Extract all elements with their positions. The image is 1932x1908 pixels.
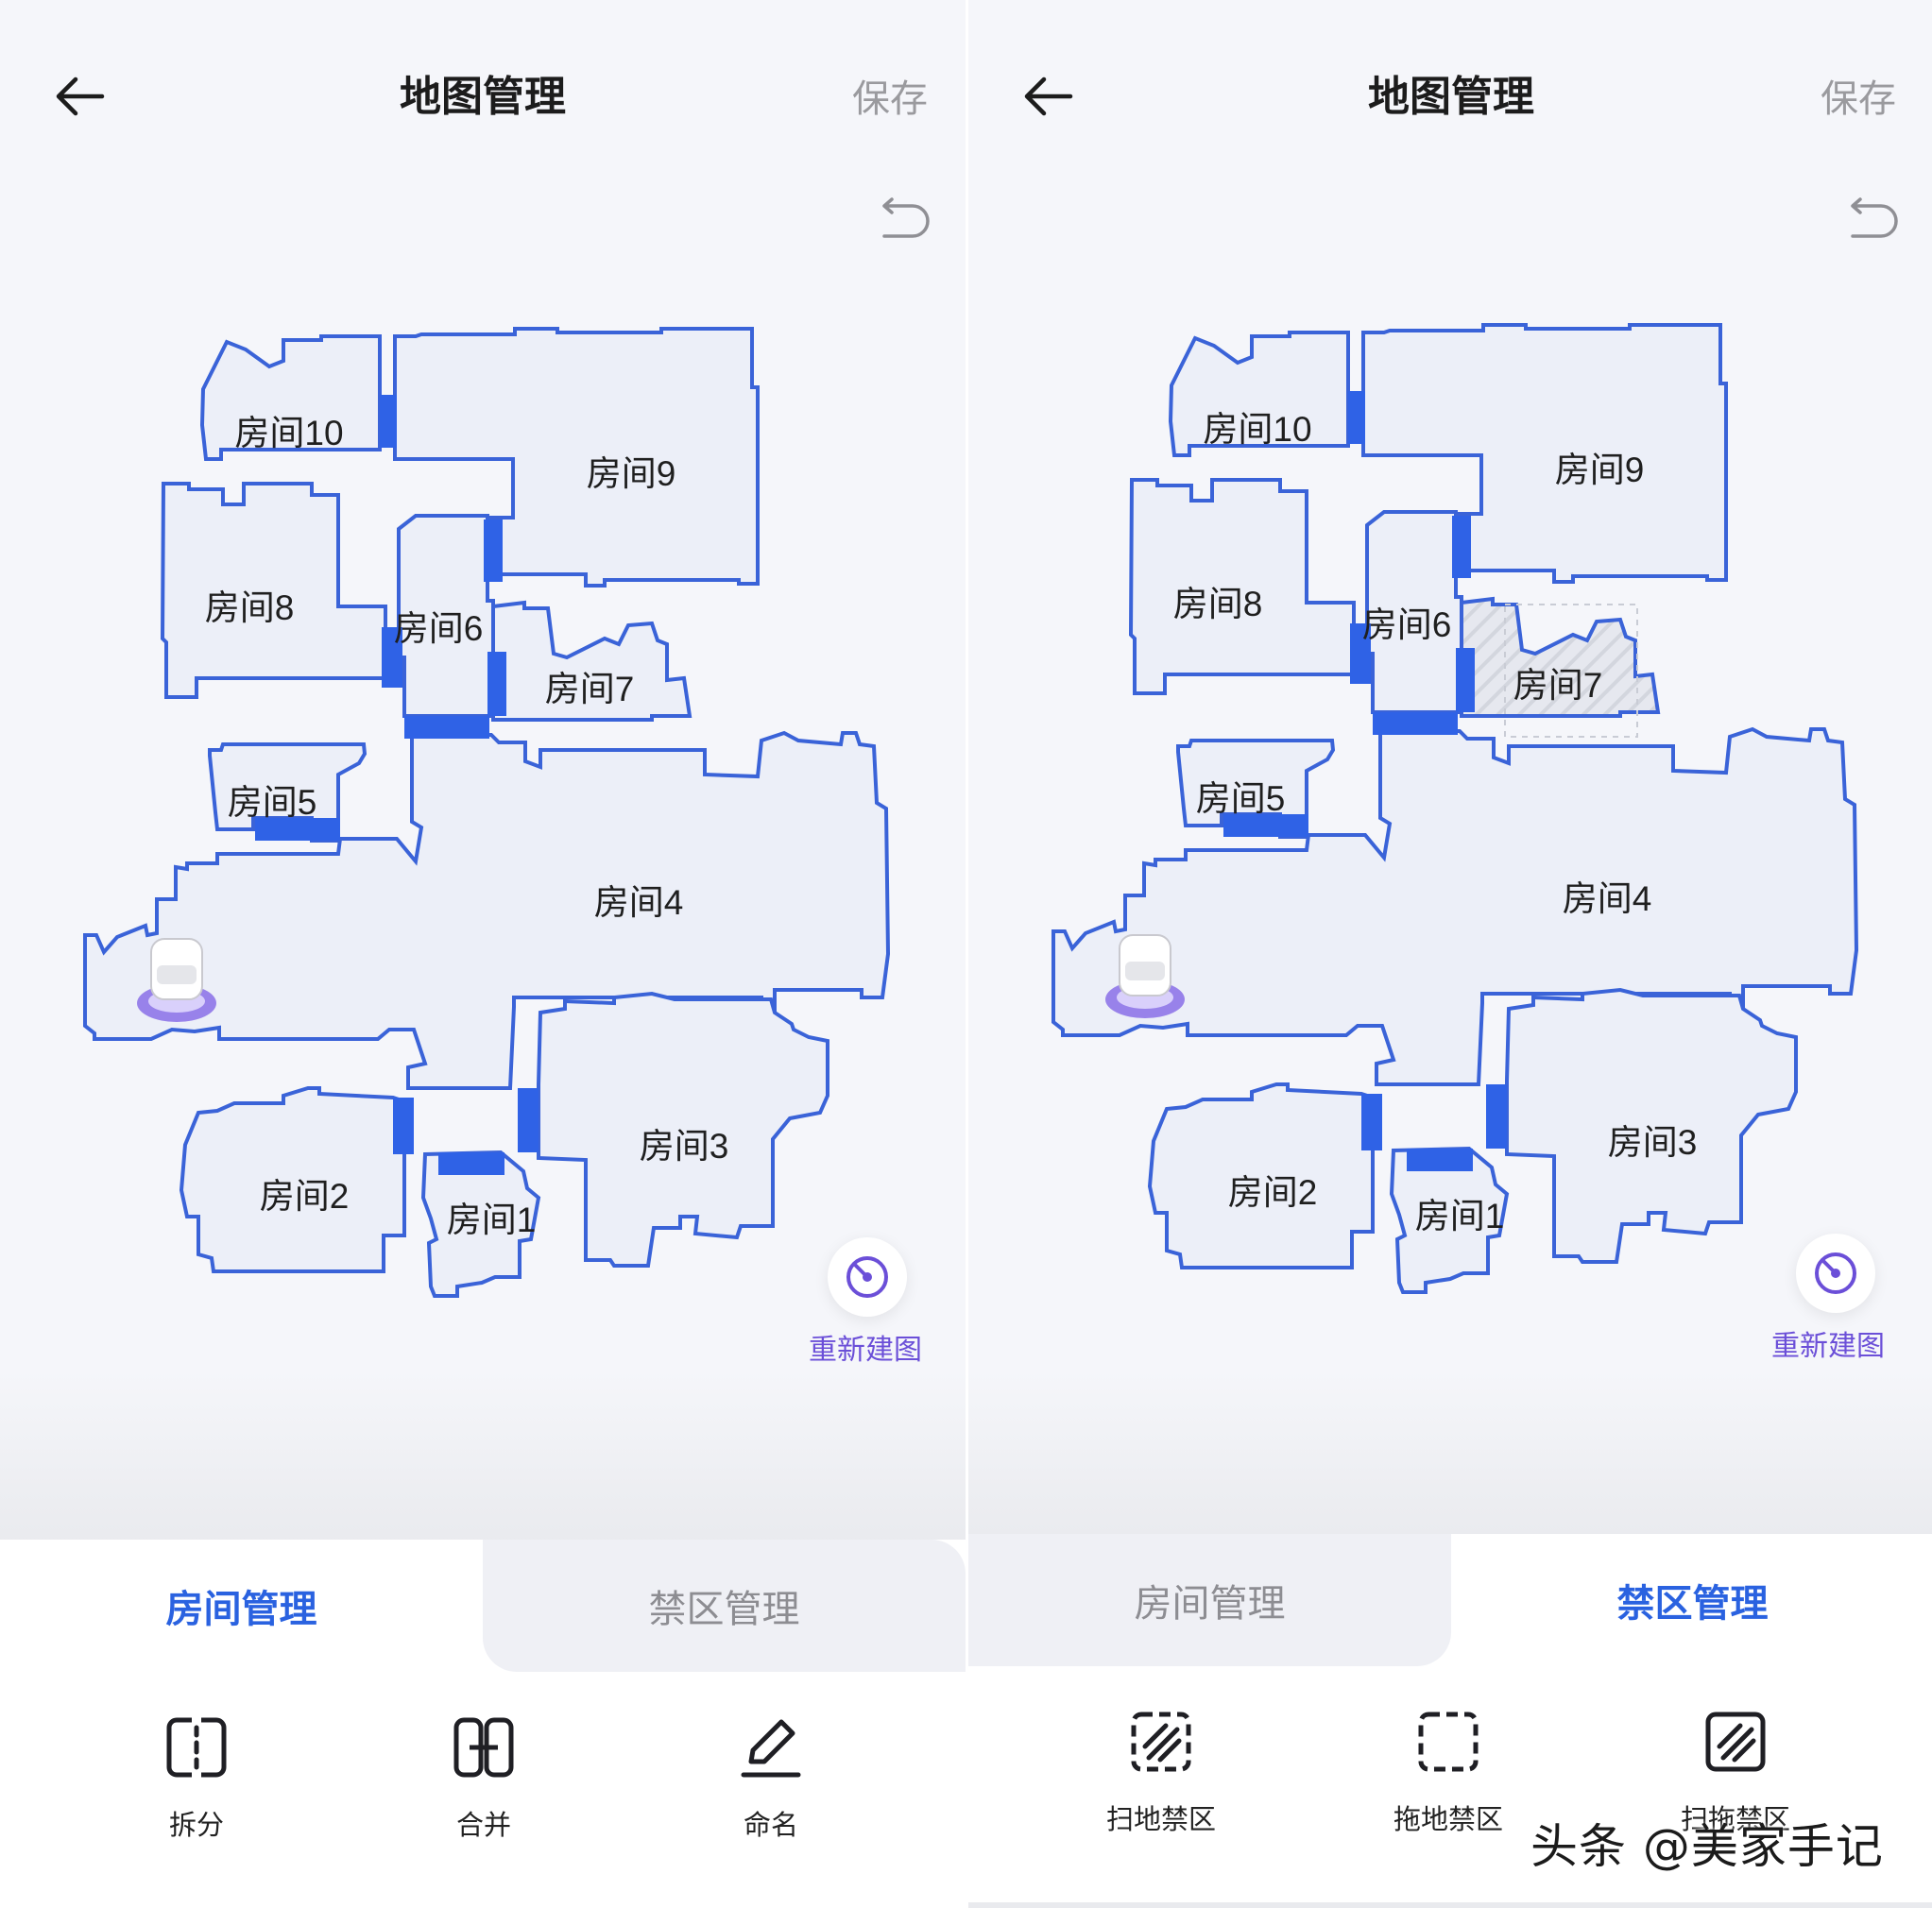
room-label-6[interactable]: 房间6	[1361, 605, 1452, 644]
page-title: 地图管理	[400, 73, 566, 121]
tab-bar: 房间管理 禁区管理	[0, 1540, 966, 1672]
room-label-9[interactable]: 房间9	[586, 454, 676, 493]
room-label-8[interactable]: 房间8	[204, 588, 295, 627]
floor-map-canvas	[83, 327, 891, 1298]
screen-no-go-management: 地图管理 保存	[968, 0, 1932, 1908]
rename-pen-icon	[741, 1719, 801, 1778]
mop-no-go-icon	[1418, 1712, 1479, 1772]
sweep-mop-no-go-label: 扫拖禁区	[1680, 1803, 1790, 1835]
door-connectors	[255, 395, 539, 1175]
room-label-6[interactable]: 房间6	[393, 609, 484, 648]
merge-icon	[453, 1717, 514, 1778]
tab-bar: 房间管理 禁区管理	[968, 1534, 1932, 1666]
remap-button[interactable]	[1796, 1234, 1875, 1313]
tab-no-go-management[interactable]: 禁区管理	[1451, 1534, 1932, 1666]
undo-icon[interactable]	[1845, 196, 1898, 244]
remap-radar-icon	[1815, 1252, 1856, 1294]
rename-label: 命名	[743, 1809, 798, 1841]
no-go-selection-box	[1504, 604, 1638, 738]
sweep-no-go-icon	[1131, 1712, 1191, 1772]
rename-tool-button[interactable]: 命名	[676, 1714, 865, 1843]
room-7-area	[491, 600, 692, 722]
back-arrow-icon[interactable]	[1021, 74, 1074, 119]
room-label-1[interactable]: 房间1	[1414, 1197, 1505, 1235]
room-10-area	[199, 334, 382, 461]
back-arrow-icon[interactable]	[53, 74, 106, 119]
tab-room-management[interactable]: 房间管理	[0, 1540, 483, 1672]
save-button[interactable]: 保存	[852, 77, 928, 121]
sweep-no-go-tool-button[interactable]: 扫地禁区	[1067, 1709, 1256, 1837]
watermark: 头条 @美家手记	[1530, 1819, 1884, 1874]
room-1-area	[420, 1150, 541, 1298]
remap-label[interactable]: 重新建图	[1771, 1330, 1885, 1363]
split-tool-button[interactable]: 拆分	[102, 1714, 291, 1843]
room-label-7[interactable]: 房间7	[544, 670, 635, 708]
merge-tool-button[interactable]: 合并	[389, 1714, 578, 1843]
bottom-sheet: 房间管理 禁区管理 拆分 合并 命名	[0, 1540, 966, 1908]
floor-map: 房间10 房间9 房间8 房间6 房间7 房间5 房间4 房间3 房间2 房间1…	[0, 283, 966, 1367]
room-label-3[interactable]: 房间3	[1607, 1123, 1698, 1162]
save-button[interactable]: 保存	[1821, 77, 1896, 121]
tab-room-management[interactable]: 房间管理	[968, 1534, 1451, 1666]
room-label-2[interactable]: 房间2	[1227, 1173, 1318, 1212]
floor-map: 房间10 房间9 房间8 房间6 房间7 房间5 房间4 房间3 房间2 房间1…	[968, 280, 1932, 1363]
room-9-area	[393, 327, 760, 588]
room-8-area	[160, 482, 387, 699]
split-label: 拆分	[168, 1809, 224, 1841]
remap-button[interactable]	[828, 1237, 907, 1317]
page-title: 地图管理	[1368, 73, 1534, 121]
floor-map-canvas	[1051, 323, 1859, 1294]
merge-label: 合并	[455, 1809, 511, 1841]
split-icon	[166, 1717, 227, 1778]
sweep-mop-no-go-icon	[1705, 1712, 1766, 1772]
room-label-4[interactable]: 房间4	[1562, 879, 1652, 918]
robot-dock-icon	[137, 938, 216, 1022]
sweep-mop-no-go-tool-button[interactable]: 扫拖禁区	[1641, 1709, 1830, 1837]
bottom-sheet: 房间管理 禁区管理 扫地禁区 拖地禁区 扫拖禁区	[968, 1534, 1932, 1902]
room-5-area	[208, 742, 368, 843]
room-label-10[interactable]: 房间10	[1203, 410, 1312, 449]
room-label-9[interactable]: 房间9	[1554, 451, 1645, 489]
room-4-area	[83, 730, 891, 1090]
room-label-5[interactable]: 房间5	[1195, 779, 1286, 818]
screen-room-management: 地图管理 保存	[0, 0, 966, 1908]
remap-radar-icon	[846, 1256, 888, 1298]
room-label-8[interactable]: 房间8	[1172, 585, 1263, 623]
room-label-5[interactable]: 房间5	[227, 783, 317, 822]
room-label-7[interactable]: 房间7	[1513, 666, 1603, 705]
room-label-10[interactable]: 房间10	[234, 414, 344, 452]
room-label-2[interactable]: 房间2	[259, 1177, 350, 1216]
robot-dock-icon	[1105, 934, 1185, 1018]
remap-label[interactable]: 重新建图	[809, 1334, 922, 1367]
mop-no-go-tool-button[interactable]: 拖地禁区	[1354, 1709, 1543, 1837]
room-3-area	[537, 991, 829, 1268]
room-label-3[interactable]: 房间3	[639, 1127, 729, 1166]
screen-divider	[966, 0, 968, 1908]
tab-no-go-management[interactable]: 禁区管理	[483, 1540, 966, 1672]
undo-icon[interactable]	[877, 196, 930, 244]
mop-no-go-label: 拖地禁区	[1393, 1803, 1503, 1835]
room-label-4[interactable]: 房间4	[593, 883, 684, 922]
room-label-1[interactable]: 房间1	[446, 1201, 537, 1239]
sweep-no-go-label: 扫地禁区	[1105, 1803, 1216, 1835]
